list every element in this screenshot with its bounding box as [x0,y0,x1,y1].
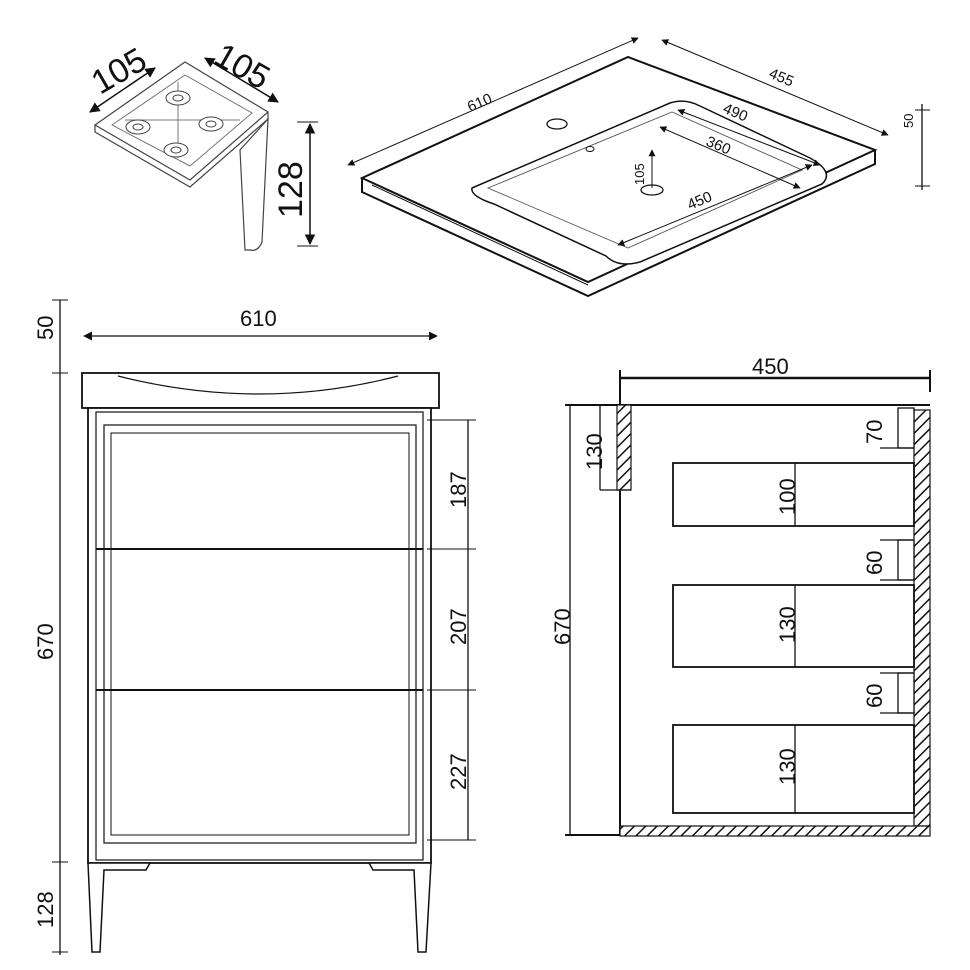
side-gap-2: 60 [862,684,887,708]
side-drawer-3: 130 [775,748,800,785]
front-drawer-2: 207 [446,608,471,645]
front-drawer-3: 227 [446,753,471,790]
leg-height: 128 [272,161,310,218]
basin-depth: 455 [766,65,796,90]
basin-isometric: 610 455 490 360 450 105 50 [347,37,930,298]
side-drawer-2: 130 [775,606,800,643]
side-depth: 450 [752,354,789,379]
leg-detail: 105 105 128 [85,36,318,251]
front-leg-height: 128 [33,891,58,928]
basin-thickness: 50 [901,114,916,128]
front-view: 610 50 670 128 187 207 227 [33,299,476,955]
front-top-thickness: 50 [33,316,58,340]
side-top-rail: 130 [582,433,607,470]
basin-width: 610 [465,90,495,115]
front-body-height: 670 [33,623,58,660]
basin-drain-offset: 105 [632,163,647,185]
side-gap-1: 60 [862,551,887,575]
front-width: 610 [240,306,277,331]
front-drawer-1: 187 [446,471,471,508]
side-drawer-1: 100 [775,478,800,515]
side-section: 450 670 130 70 60 60 100 130 130 [550,354,931,837]
side-height: 670 [550,608,575,645]
side-gap-top: 70 [862,420,887,444]
